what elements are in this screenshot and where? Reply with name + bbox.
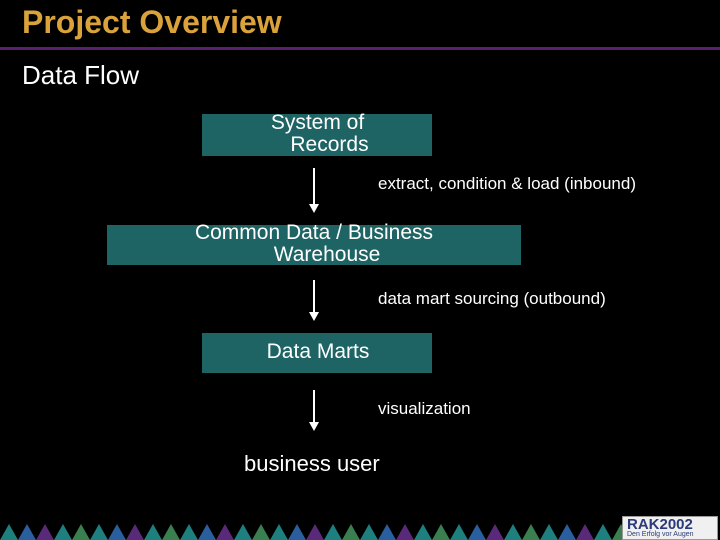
footer-triangle — [72, 524, 90, 540]
flow-arrow-3 — [313, 390, 315, 422]
footer-triangle — [198, 524, 216, 540]
flow-arrow-2-head — [309, 312, 319, 321]
end-node-business-user: business user — [244, 451, 380, 476]
footer-decorative-strip — [0, 518, 720, 540]
flow-arrow-1-head — [309, 204, 319, 213]
footer-triangle — [468, 524, 486, 540]
node-common-data-warehouse — [107, 225, 521, 265]
footer-triangle — [54, 524, 72, 540]
step-label-visualization: visualization — [378, 399, 471, 418]
footer-triangle — [108, 524, 126, 540]
footer-triangle — [180, 524, 198, 540]
flow-arrow-3-head — [309, 422, 319, 431]
footer-triangle — [234, 524, 252, 540]
footer-triangle — [270, 524, 288, 540]
footer-triangle — [378, 524, 396, 540]
footer-triangle — [558, 524, 576, 540]
node-system-of-records-label-line1: System of — [270, 111, 365, 134]
rak2002-logo: RAK2002 Den Erfolg vor Augen — [622, 516, 718, 540]
slide-title: Project Overview — [22, 4, 282, 40]
footer-triangle — [594, 524, 612, 540]
footer-triangle — [162, 524, 180, 540]
footer-triangle — [414, 524, 432, 540]
logo-tagline: Den Erfolg vor Augen — [627, 531, 694, 538]
footer-triangle — [540, 524, 558, 540]
footer-triangle — [504, 524, 522, 540]
footer-triangle — [306, 524, 324, 540]
footer-triangle — [324, 524, 342, 540]
footer-triangle — [342, 524, 360, 540]
footer-triangle — [450, 524, 468, 540]
step-label-inbound: extract, condition & load (inbound) — [378, 174, 636, 193]
footer-triangle — [90, 524, 108, 540]
node-system-of-records — [202, 114, 432, 156]
logo-wordmark: RAK2002 — [627, 516, 693, 533]
title-divider — [0, 47, 720, 50]
footer-triangle — [252, 524, 270, 540]
footer-triangle — [144, 524, 162, 540]
footer-triangle — [18, 524, 36, 540]
node-common-data-warehouse-label-line1: Common Data / Business — [194, 221, 434, 244]
footer-triangle — [36, 524, 54, 540]
footer-triangle — [486, 524, 504, 540]
node-common-data-warehouse-label-line2: Warehouse — [273, 243, 381, 266]
node-data-marts-label: Data Marts — [266, 340, 370, 363]
flow-arrow-1 — [313, 168, 315, 206]
node-system-of-records-label-line2: Records — [290, 133, 369, 156]
footer-triangle — [396, 524, 414, 540]
flow-arrow-2 — [313, 280, 315, 312]
footer-triangle — [432, 524, 450, 540]
footer-triangle — [216, 524, 234, 540]
footer-triangle — [576, 524, 594, 540]
footer-triangle — [522, 524, 540, 540]
step-label-outbound: data mart sourcing (outbound) — [378, 289, 606, 308]
footer-triangle — [288, 524, 306, 540]
footer-triangle — [0, 524, 18, 540]
footer-triangle — [360, 524, 378, 540]
slide-subtitle: Data Flow — [22, 60, 140, 90]
node-data-marts — [202, 333, 432, 373]
footer-triangle — [126, 524, 144, 540]
